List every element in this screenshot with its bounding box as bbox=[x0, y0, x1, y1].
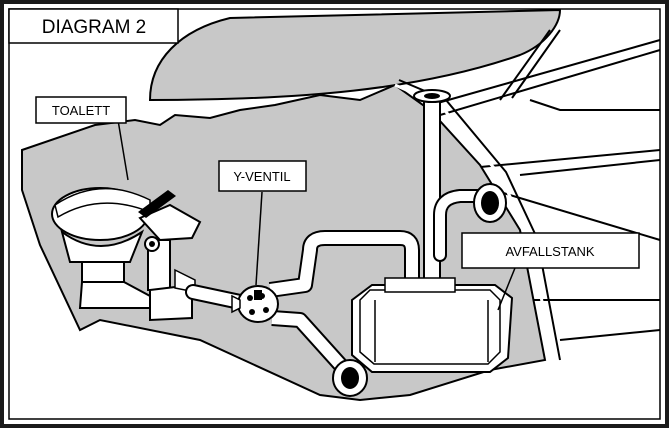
y-valve-label: Y-VENTIL bbox=[233, 169, 290, 184]
overboard-hose bbox=[271, 312, 350, 375]
title-box: DIAGRAM 2 bbox=[8, 8, 179, 44]
through-hull-fitting-upper bbox=[473, 183, 507, 223]
y-valve-label-box: Y-VENTIL bbox=[218, 160, 307, 192]
waste-tank bbox=[351, 277, 514, 373]
y-valve bbox=[231, 285, 279, 323]
diagram-title: DIAGRAM 2 bbox=[42, 17, 147, 38]
side-hose bbox=[435, 191, 490, 260]
cabin-lines bbox=[419, 29, 661, 341]
waste-tank-label: AVFALLSTANK bbox=[505, 244, 594, 259]
inner-frame bbox=[8, 8, 661, 420]
toilet-label: TOALETT bbox=[52, 103, 110, 118]
tank-inlet-hose bbox=[269, 232, 418, 296]
toilet-label-box: TOALETT bbox=[35, 96, 127, 124]
through-hull-fitting-lower bbox=[332, 359, 368, 397]
waste-tank-label-box: AVFALLSTANK bbox=[461, 232, 640, 269]
toilet-unit bbox=[51, 187, 202, 322]
callout-lines bbox=[117, 119, 516, 311]
